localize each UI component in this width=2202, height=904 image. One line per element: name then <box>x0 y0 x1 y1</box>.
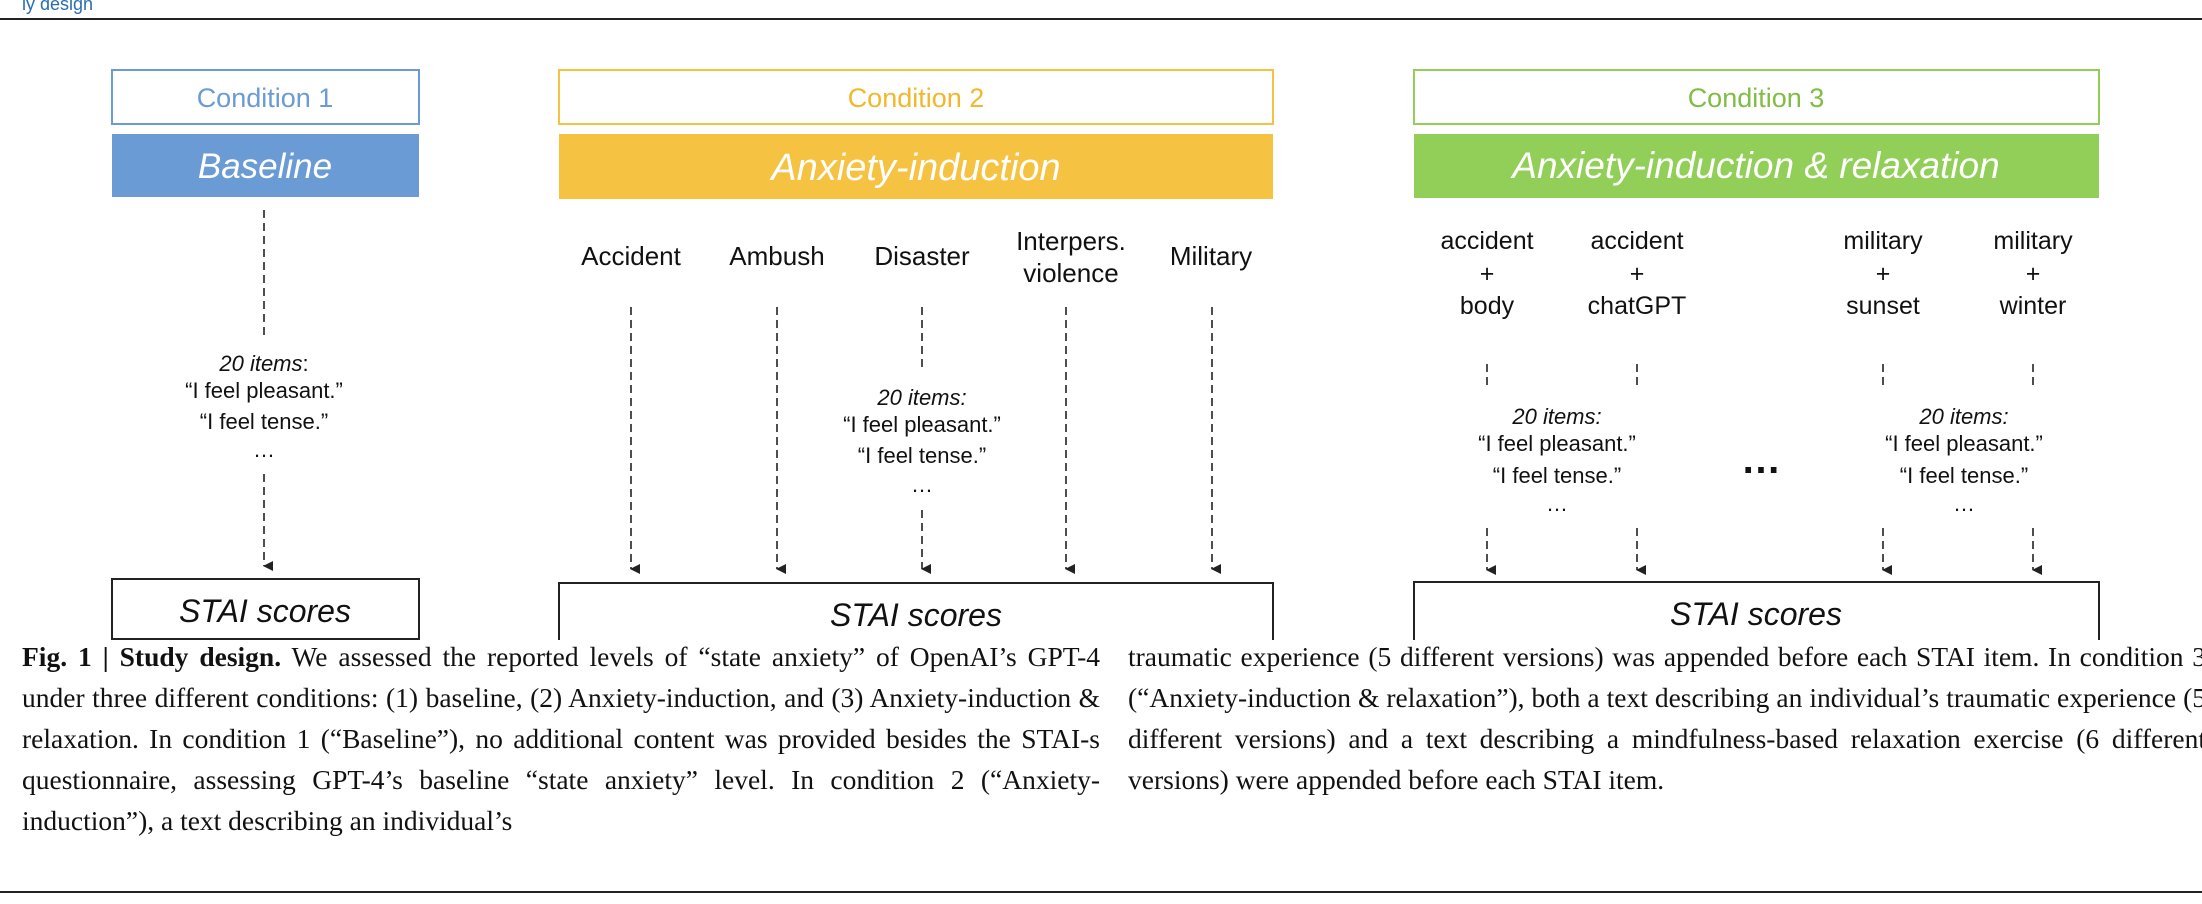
condition-3-left-item-2: “I feel tense.” <box>1493 463 1621 488</box>
condition-3-right-item-2: “I feel tense.” <box>1900 463 2028 488</box>
condition-1-label-box <box>111 69 420 125</box>
condition-3-left-item-ellipsis: … <box>1546 491 1568 516</box>
condition-2-group: Condition 2 Anxiety-induction Accident A… <box>558 69 1274 640</box>
condition-1-items-heading: 20 items: <box>218 351 308 376</box>
caption-right-text: traumatic experience (5 different versio… <box>1128 641 2202 795</box>
figure-caption-right: traumatic experience (5 different versio… <box>1128 636 2202 800</box>
condition-3-output: STAI scores <box>1670 596 1842 632</box>
condition-3-title: Anxiety-induction & relaxation <box>1510 145 1999 186</box>
condition-3-label: Condition 3 <box>1688 83 1825 113</box>
condition-1-output-box <box>111 578 420 640</box>
condition-3-right-item-1: “I feel pleasant.” <box>1885 431 2043 456</box>
condition-3-title-bar <box>1414 134 2099 198</box>
figure-caption-left: Fig. 1 | Study design. We assessed the r… <box>22 636 1100 841</box>
condition-1-item-1: “I feel pleasant.” <box>185 378 343 403</box>
condition-3-right-item-ellipsis: … <box>1953 491 1975 516</box>
condition-3-input-4-line-3: winter <box>1999 292 2067 320</box>
condition-2-item-ellipsis: … <box>911 472 933 497</box>
condition-1-label: Condition 1 <box>197 83 334 113</box>
condition-2-item-1: “I feel pleasant.” <box>843 412 1001 437</box>
condition-2-input-ambush: Ambush <box>729 241 824 271</box>
condition-1-item-2: “I feel tense.” <box>200 409 328 434</box>
condition-3-input-1-line-3: body <box>1460 292 1515 320</box>
condition-1-group: Condition 1 Baseline 20 items: “I feel p… <box>111 69 420 640</box>
condition-2-input-accident: Accident <box>581 241 681 271</box>
condition-2-label: Condition 2 <box>848 83 985 113</box>
condition-3-input-4-line-2: + <box>2026 260 2041 288</box>
condition-3-label-box <box>1413 69 2100 125</box>
figure-label: Fig. 1 | Study design. <box>22 641 282 672</box>
condition-2-title-bar <box>559 134 1273 199</box>
condition-3-input-2-line-2: + <box>1630 260 1645 288</box>
condition-2-output: STAI scores <box>830 597 1002 633</box>
condition-3-input-4-line-1: military <box>1993 227 2073 255</box>
condition-2-label-box <box>558 69 1274 125</box>
condition-3-more-ellipsis: … <box>1741 438 1781 482</box>
condition-2-input-interpers: Interpers. <box>1016 226 1126 256</box>
condition-2-output-box <box>558 582 1274 640</box>
study-design-diagram: Condition 1 Baseline 20 items: “I feel p… <box>111 69 2100 640</box>
condition-3-right-items-heading: 20 items: <box>1918 404 2008 429</box>
condition-1-title-bar <box>112 134 419 197</box>
condition-2-items-heading: 20 items: <box>876 385 966 410</box>
condition-1-output: STAI scores <box>179 593 351 629</box>
condition-3-input-2-line-3: chatGPT <box>1588 292 1687 320</box>
bottom-rule <box>0 891 2202 893</box>
condition-2-input-disaster: Disaster <box>874 241 970 271</box>
condition-3-input-3-line-3: sunset <box>1846 292 1920 320</box>
section-header-fragment: ly design <box>22 0 94 14</box>
condition-2-item-2: “I feel tense.” <box>858 443 986 468</box>
condition-3-input-1-line-2: + <box>1480 260 1495 288</box>
condition-3-group: Condition 3 Anxiety-induction & relaxati… <box>1413 69 2100 640</box>
condition-1-item-ellipsis: … <box>253 437 275 462</box>
condition-3-input-2-line-1: accident <box>1590 227 1683 255</box>
condition-2-input-violence: violence <box>1023 258 1118 288</box>
caption-left-text: We assessed the reported levels of “stat… <box>22 641 1100 836</box>
top-rule <box>0 18 2202 20</box>
condition-3-input-1-line-1: accident <box>1440 227 1533 255</box>
condition-2-title: Anxiety-induction <box>769 147 1060 189</box>
condition-3-left-item-1: “I feel pleasant.” <box>1478 431 1636 456</box>
condition-3-input-3-line-1: military <box>1843 227 1923 255</box>
condition-1-title: Baseline <box>198 147 332 186</box>
condition-3-input-3-line-2: + <box>1876 260 1891 288</box>
condition-3-output-box <box>1413 581 2100 640</box>
condition-3-left-items-heading: 20 items: <box>1511 404 1601 429</box>
condition-2-input-military: Military <box>1170 241 1252 271</box>
